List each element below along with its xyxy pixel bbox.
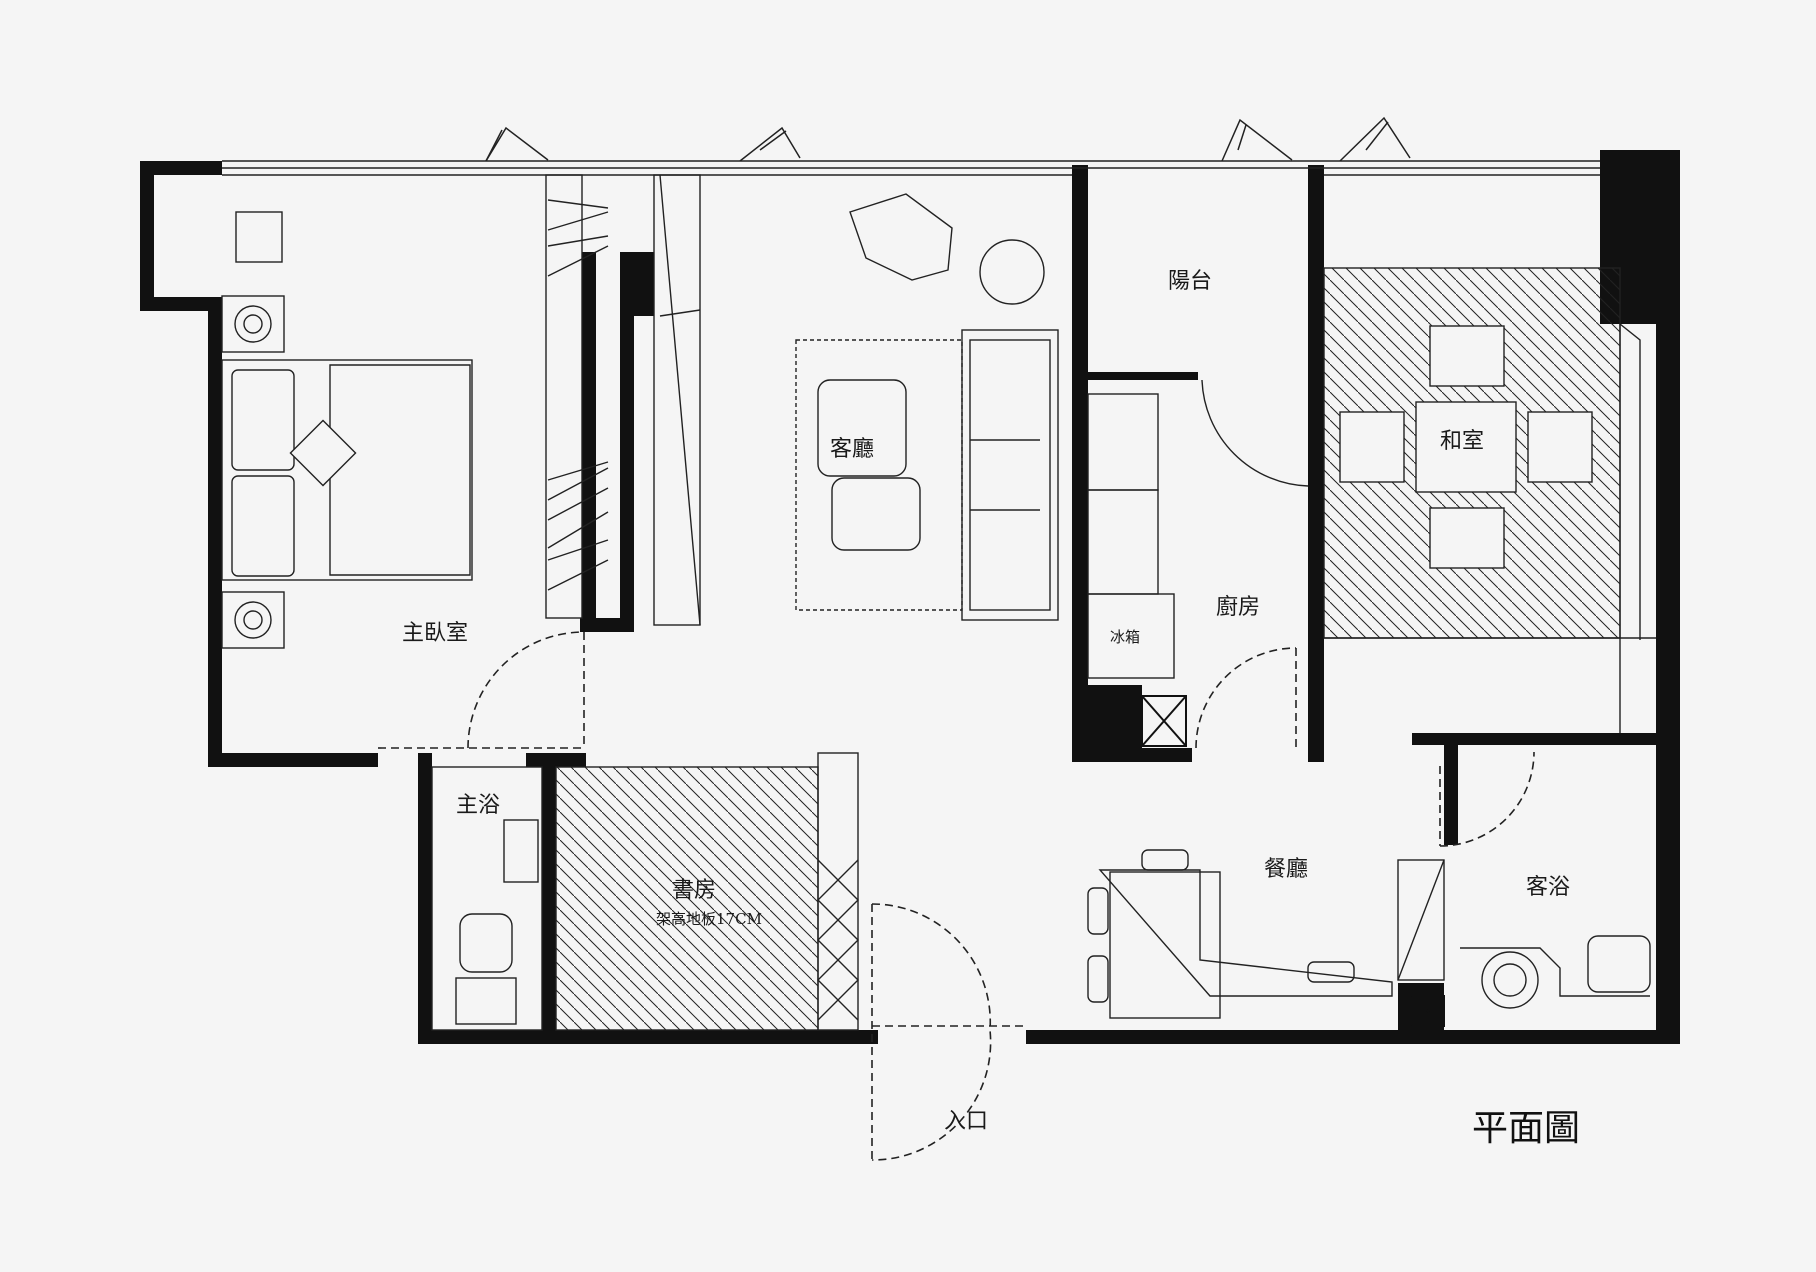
study-floor (555, 766, 819, 1031)
living-furniture (795, 193, 1059, 621)
plan-title: 平面圖 (1472, 1108, 1580, 1149)
japanese-table (1339, 325, 1593, 569)
label-guest-bath: 客浴 (1526, 875, 1570, 900)
walls (140, 150, 1680, 1044)
top-windows (222, 116, 1600, 176)
label-entrance: 入口 (944, 1109, 988, 1134)
label-fridge: 冰箱 (1110, 628, 1140, 646)
label-dining: 餐廳 (1264, 857, 1308, 882)
doors (378, 631, 1535, 1161)
label-study-note: 架高地板17CM (656, 910, 762, 928)
bed (221, 359, 473, 581)
dining-table (1087, 849, 1355, 1019)
label-balcony: 陽台 (1168, 269, 1212, 294)
label-master-bedroom: 主臥室 (402, 621, 468, 646)
nightstands (221, 211, 285, 649)
label-kitchen: 廚房 (1216, 595, 1260, 620)
room-labels: 主臥室 客廳 陽台 和室 廚房 冰箱 主浴 書房 架高地板17CM 餐廳 客浴 … (402, 269, 1580, 1149)
toilets (455, 913, 1539, 1025)
kitchen-door-arc (1201, 379, 1309, 487)
label-living-room: 客廳 (830, 437, 874, 462)
label-master-bath: 主浴 (456, 793, 500, 818)
label-japanese-room: 和室 (1440, 429, 1484, 454)
shafts (1141, 695, 1445, 1027)
label-study: 書房 (672, 878, 716, 903)
